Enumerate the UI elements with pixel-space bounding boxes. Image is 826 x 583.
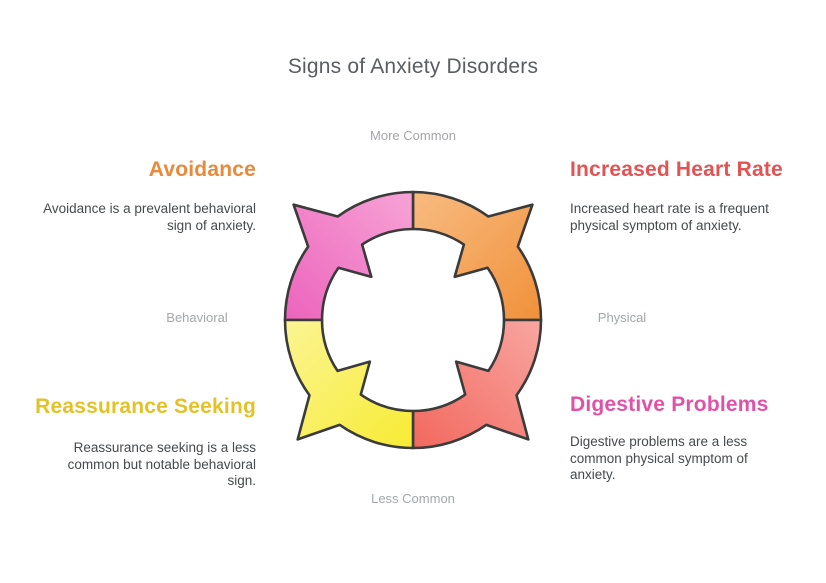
item-heading-increased-heart-rate: Increased Heart Rate (570, 158, 783, 181)
axis-label-behavioral: Behavioral (166, 310, 228, 325)
segment-bottom-left (283, 318, 415, 450)
axis-label-more-common: More Common (370, 128, 456, 143)
item-bottom-left: Reassurance Seeking Reassurance seeking … (18, 394, 256, 490)
item-description: Reassurance seeking is a less common but… (67, 440, 256, 488)
item-description: Avoidance is a prevalent behavioral sign… (43, 201, 256, 233)
item-heading-reassurance-seeking: Reassurance Seeking (35, 395, 256, 418)
item-heading-digestive-problems: Digestive Problems (570, 393, 769, 416)
page-title: Signs of Anxiety Disorders (287, 55, 539, 78)
axis-label-physical: Physical (597, 310, 647, 325)
item-description: Digestive problems are a less common phy… (570, 434, 748, 482)
segment-bottom-right (411, 318, 543, 450)
item-top-right: Increased Heart Rate Increased heart rat… (570, 157, 808, 234)
cycle-diagram (283, 190, 543, 450)
axis-label-less-common: Less Common (371, 491, 455, 506)
segment-top-left (283, 190, 415, 322)
segment-top-right (411, 190, 543, 322)
item-top-left: Avoidance Avoidance is a prevalent behav… (18, 157, 256, 234)
cycle-segments (283, 190, 543, 450)
item-bottom-right: Digestive Problems Digestive problems ar… (570, 392, 808, 484)
item-heading-avoidance: Avoidance (148, 158, 256, 181)
item-description: Increased heart rate is a frequent physi… (570, 201, 769, 233)
